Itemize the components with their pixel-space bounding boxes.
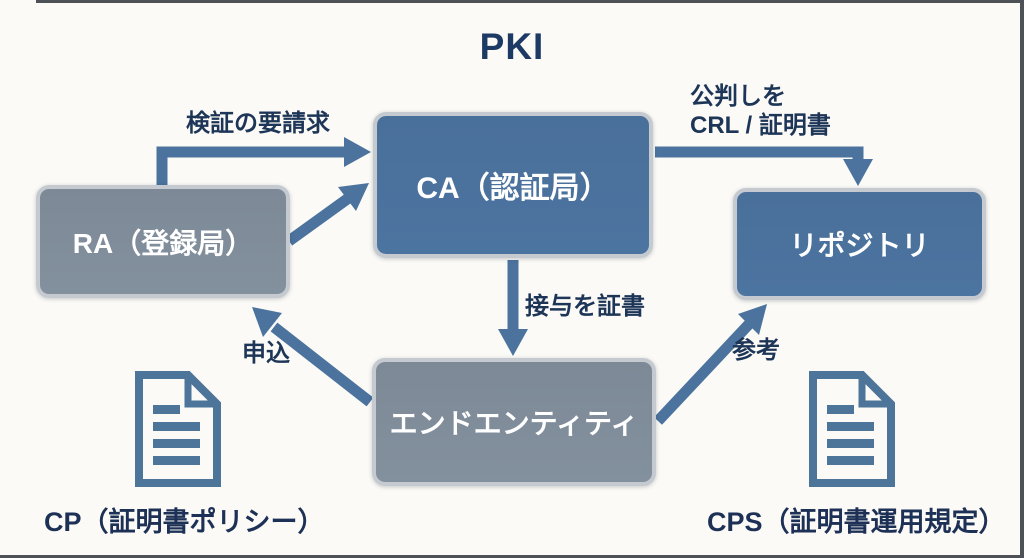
cp-label: CP（証明書ポリシー）	[44, 507, 325, 537]
cps-label: CPS（証明書運用規定）	[707, 507, 1006, 537]
frame-edge-bottom	[0, 555, 1024, 558]
frame-edge-right	[1020, 0, 1024, 558]
arrow-verification-request	[156, 137, 371, 192]
reference-label: 参考	[732, 337, 780, 364]
arrow-ca-to-end-entity	[498, 260, 528, 356]
document-icon	[809, 371, 895, 487]
frame-edge-top	[36, 0, 1024, 3]
repository-box: リポジトリ	[733, 188, 986, 300]
arrow-ca-to-repository	[655, 146, 873, 186]
verification-request-label: 検証の要請求	[186, 110, 330, 137]
publish-crl-certificate-label: 公判しを CRL / 証明書	[690, 83, 831, 139]
issue-certificate-label: 接与を証書	[525, 293, 645, 320]
ca-box-label: CA（認証局）	[416, 172, 610, 205]
end-entity-box: エンドエンティティ	[372, 358, 656, 486]
ra-box: RA（登録局）	[36, 185, 290, 298]
ra-box-label: RA（登録局）	[72, 227, 254, 259]
application-label: 申込	[242, 340, 290, 367]
repository-box-label: リポジトリ	[789, 230, 930, 261]
end-entity-box-label: エンドエンティティ	[389, 408, 639, 439]
diagram-title: PKI	[479, 26, 545, 67]
ca-box: CA（認証局）	[373, 112, 653, 258]
document-icon	[135, 371, 221, 487]
arrow-ra-to-ca	[285, 183, 369, 246]
